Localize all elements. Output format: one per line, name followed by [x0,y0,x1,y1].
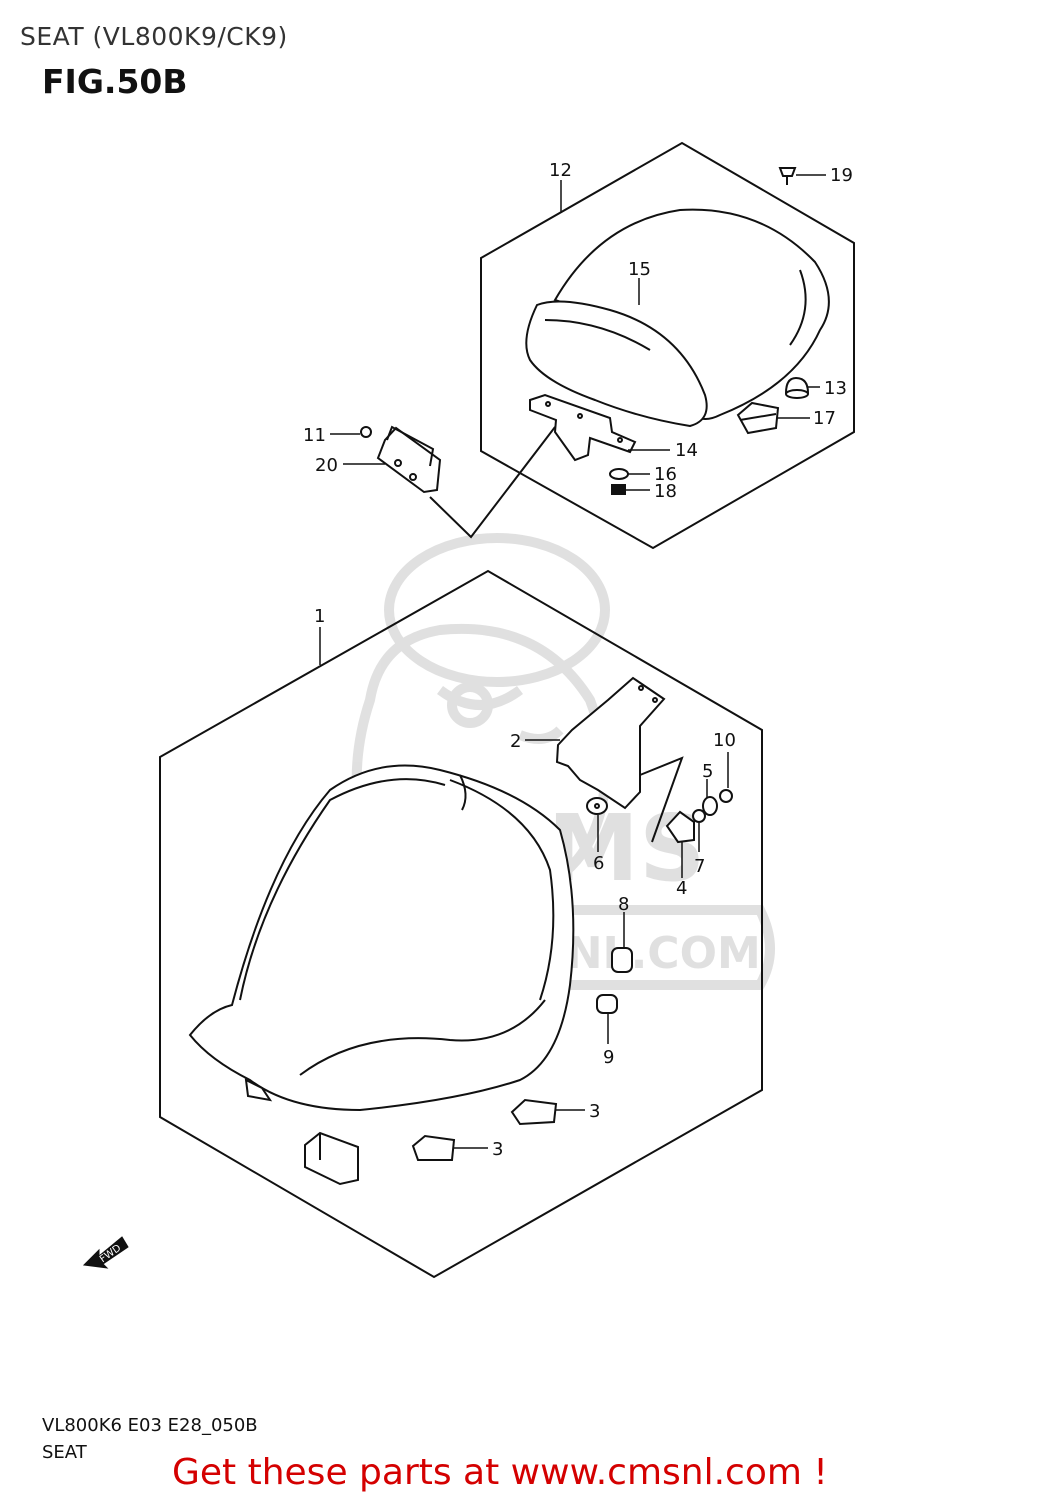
bolt-11 [360,426,372,438]
cushion-17 [736,401,780,435]
assembly-line-2 [639,756,684,843]
callout-20: 20 [315,455,338,476]
rear-bracket [529,393,637,462]
callout-3a: 3 [589,1101,600,1122]
callout-7: 7 [694,856,705,877]
page-title: SEAT (VL800K9/CK9) [20,22,288,51]
screw-19 [778,167,797,185]
callout-13: 13 [824,378,847,399]
callout-1: 1 [314,606,325,627]
promo-link[interactable]: Get these parts at www.cmsnl.com ! [172,1452,828,1493]
callout-12: 12 [549,160,572,181]
front-bracket-2 [555,676,666,810]
washer-5 [702,796,718,816]
collar-4 [665,810,695,844]
callout-16: 16 [654,464,677,485]
pad-box [304,1131,359,1186]
callout-14: 14 [675,440,698,461]
callout-17: 17 [813,408,836,429]
spacer-7 [692,809,706,823]
callout-19: 19 [830,165,853,186]
callout-6: 6 [593,853,604,874]
diagram-name: SEAT [42,1442,87,1463]
fwd-arrow-icon: FWD [82,1236,129,1269]
leader-lines [319,174,826,1149]
rear-seat-drawing [525,208,830,428]
callout-2: 2 [510,731,521,752]
callout-9: 9 [603,1047,614,1068]
cushion-9 [596,994,618,1014]
bracket-20 [376,425,442,494]
washer-16 [609,468,629,480]
rear-seat-group-outline [480,141,855,550]
diagram-code: VL800K6 E03 E28_050B [42,1415,258,1436]
nut-10 [719,789,733,803]
callout-8: 8 [618,894,629,915]
callout-4: 4 [676,878,687,899]
nut-18 [611,484,626,495]
figure-title: FIG.50B [42,62,188,101]
cushion-3a [510,1098,558,1126]
callout-5: 5 [702,761,713,782]
callout-3b: 3 [492,1139,503,1160]
assembly-lines [429,426,556,539]
cushion-3b [411,1134,456,1161]
callout-18: 18 [654,481,677,502]
washer-6 [586,797,608,815]
callout-10: 10 [713,730,736,751]
callout-15: 15 [628,259,651,280]
front-seat-group-outline [159,569,763,1279]
front-seat-drawing [188,764,575,1112]
callout-11: 11 [303,425,326,446]
cushion-8 [611,947,633,973]
cap-13 [784,376,810,399]
